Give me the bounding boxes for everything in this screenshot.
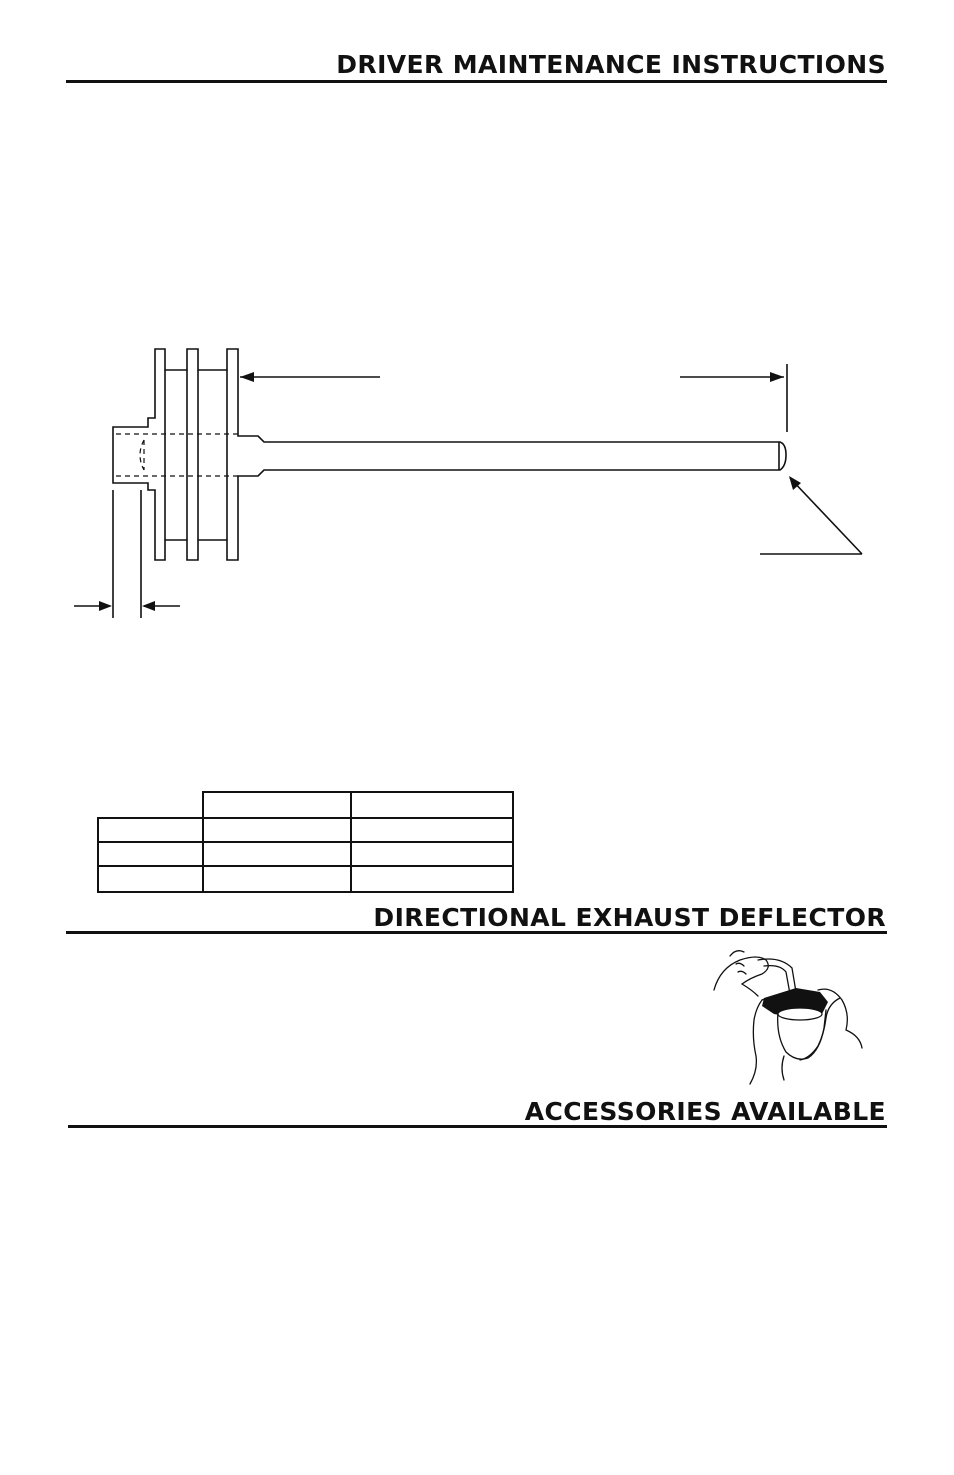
arrowhead [789,476,801,490]
driver-spec-table [97,791,514,893]
section-heading-accessories: ACCESSORIES AVAILABLE [524,1097,886,1126]
section-rule [68,1125,887,1128]
section-heading-driver-maintenance: DRIVER MAINTENANCE INSTRUCTIONS [336,50,886,79]
table-cell [351,842,514,867]
arrowhead [99,601,112,611]
deflector-adjustment-illustration [713,950,863,1085]
table-header-row [98,791,514,819]
table-cell [203,791,352,819]
tip-leader-line [789,477,863,555]
driver-blade-drawing [74,348,863,618]
hex-key [757,958,797,995]
deflector-body [777,1009,827,1060]
left-hand [713,956,769,997]
arrowhead [142,601,155,611]
table-cell [351,818,514,843]
table-cell [97,818,204,843]
section-heading-exhaust-deflector: DIRECTIONAL EXHAUST DEFLECTOR [373,903,886,932]
table-row [97,842,514,867]
table-cell [203,842,352,867]
right-hand [817,988,863,1049]
section-rule [66,931,887,934]
table-row [97,866,514,893]
table-cell [97,842,204,867]
table-cell [97,866,204,893]
section-rule [66,80,887,83]
arrowhead [240,372,254,382]
table-cell [351,791,514,819]
table-cell [98,792,204,819]
arrowhead [770,372,784,382]
table-cell [351,866,514,893]
table-cell [203,866,352,893]
table-row [97,818,514,843]
driver-outline [112,348,787,561]
table-cell [203,818,352,843]
